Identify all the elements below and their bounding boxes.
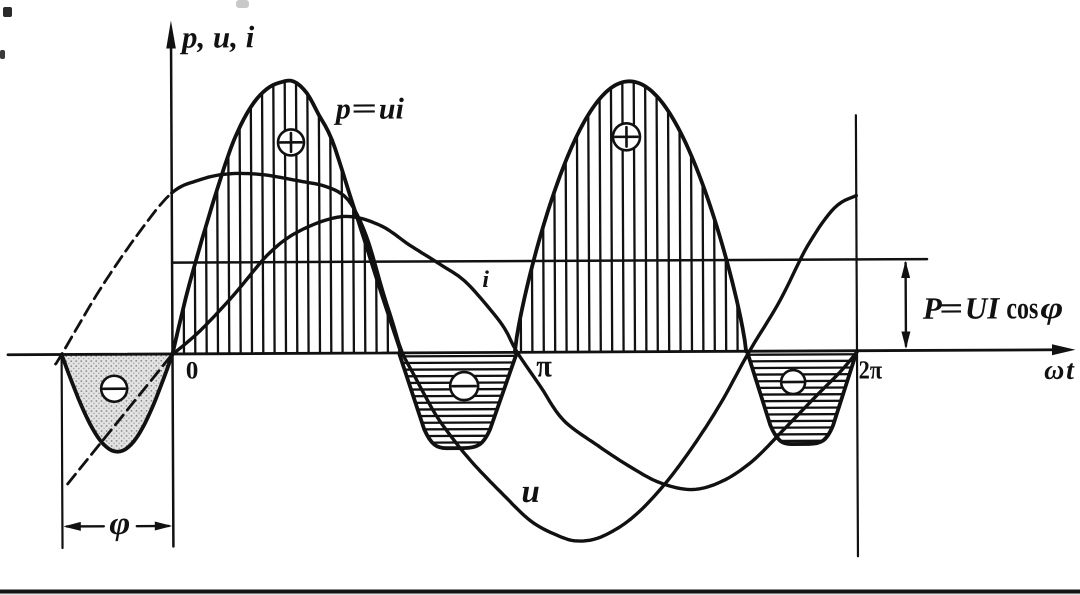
svg-text:0: 0 bbox=[186, 357, 199, 384]
svg-text:2π: 2π bbox=[859, 355, 883, 384]
svg-text:i: i bbox=[482, 267, 489, 293]
svg-text:ω: ω bbox=[1044, 355, 1064, 386]
svg-text:P: P bbox=[922, 291, 943, 326]
svg-text:φ: φ bbox=[1040, 290, 1063, 325]
svg-text:=: = bbox=[939, 291, 963, 326]
svg-text:t: t bbox=[1066, 355, 1075, 386]
svg-text:p, u, i: p, u, i bbox=[179, 19, 255, 54]
svg-text:ui: ui bbox=[379, 92, 405, 125]
svg-text:u: u bbox=[521, 474, 540, 510]
svg-text:p: p bbox=[333, 92, 351, 125]
svg-text:=: = bbox=[351, 92, 377, 125]
svg-text:cos: cos bbox=[1006, 290, 1038, 325]
svg-text:φ: φ bbox=[109, 506, 130, 542]
svg-text:UI: UI bbox=[965, 290, 1001, 325]
svg-text:π: π bbox=[536, 347, 552, 383]
